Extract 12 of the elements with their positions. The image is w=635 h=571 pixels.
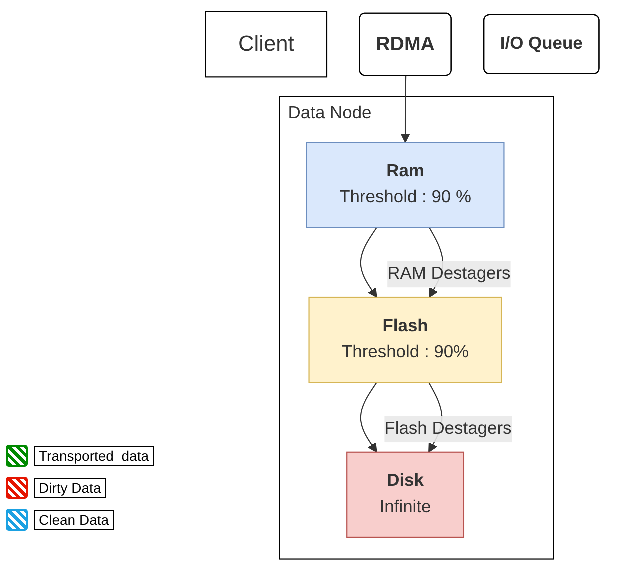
- legend-label: Dirty Data: [34, 478, 106, 498]
- arrow: [360, 227, 378, 298]
- node-box: Client: [205, 11, 328, 78]
- node-box: Disk Infinite: [346, 452, 464, 538]
- edge-label: Flash Destagers: [384, 420, 512, 438]
- legend-label: Clean Data: [34, 510, 114, 530]
- node-box: Flash Threshold : 90%: [308, 296, 502, 384]
- arrow: [360, 382, 378, 453]
- legend-label: Transported data: [34, 446, 154, 466]
- node-box: Ram Threshold : 90 %: [306, 142, 505, 228]
- edge-label: RAM Destagers: [388, 264, 511, 284]
- arrow: [400, 76, 410, 144]
